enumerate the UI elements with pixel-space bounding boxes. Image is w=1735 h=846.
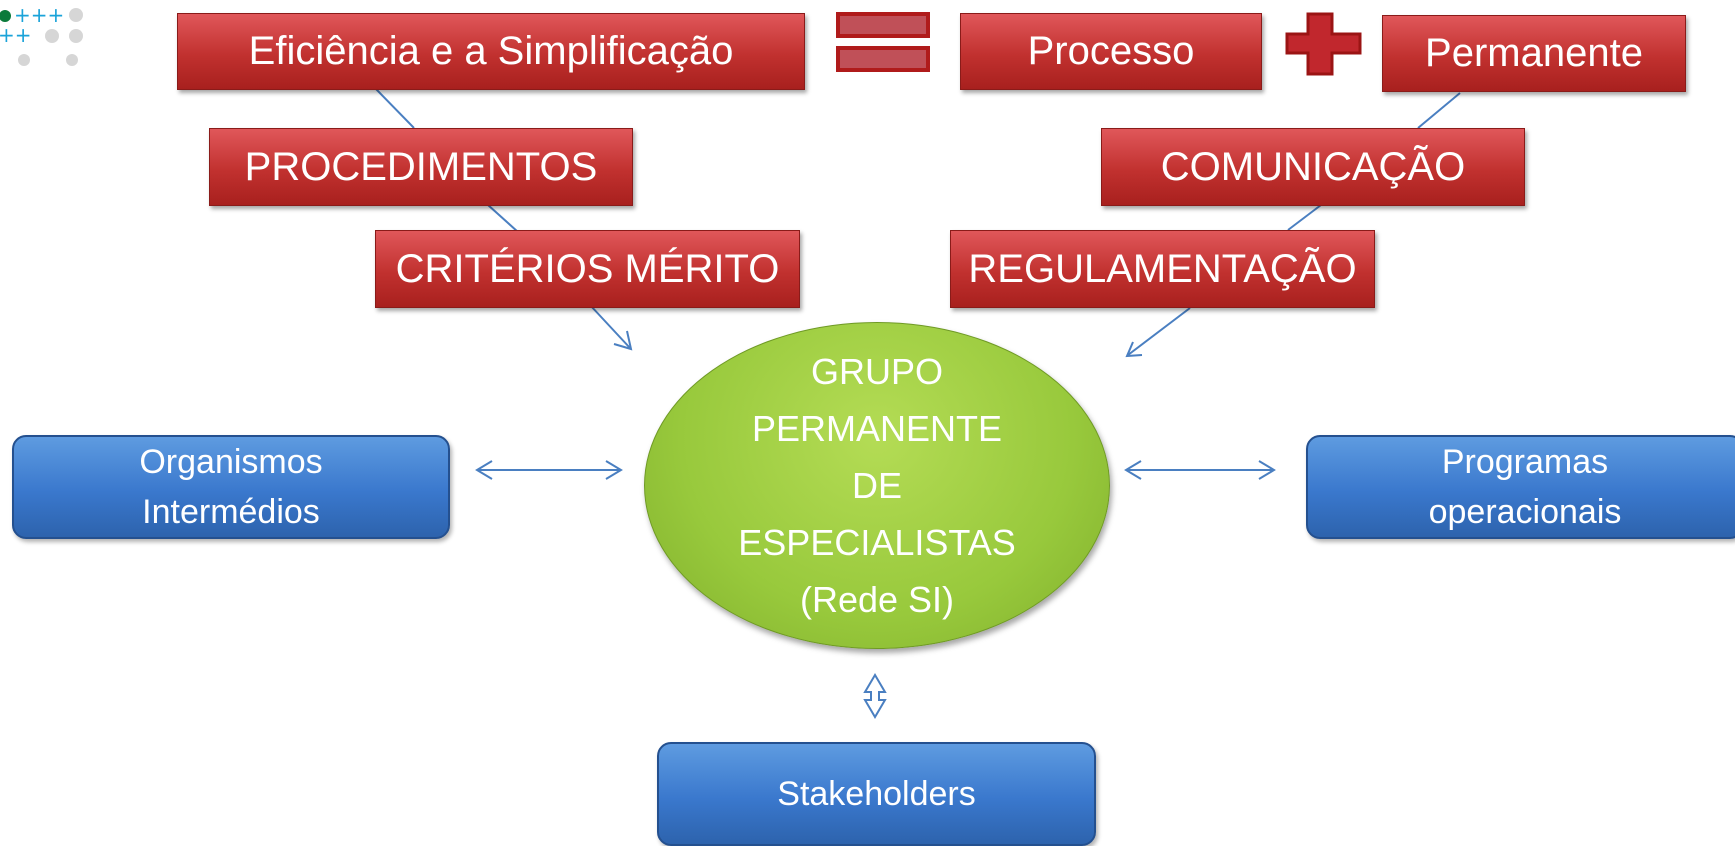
regulation-box: REGULAMENTAÇÃO	[950, 230, 1375, 308]
right-double-arrow	[1124, 460, 1276, 480]
svg-text:++: ++	[0, 23, 32, 47]
svg-text:+++: +++	[14, 3, 64, 27]
plus-icon	[1285, 12, 1362, 76]
communication-box: COMUNICAÇÃO	[1101, 128, 1525, 206]
expert-group-ellipse: GRUPO PERMANENTE DE ESPECIALISTAS (Rede …	[644, 322, 1110, 649]
merit-criteria-box: CRITÉRIOS MÉRITO	[375, 230, 800, 308]
center-line-3: DE	[851, 465, 902, 506]
connector-top-right-2	[1287, 204, 1322, 231]
center-line-2: PERMANENTE	[751, 408, 1003, 449]
process-box: Processo	[960, 13, 1262, 90]
left-double-arrow	[475, 460, 623, 480]
intermediate-bodies-box: Organismos Intermédios	[12, 435, 450, 539]
arrow-to-center-right	[1125, 307, 1191, 358]
procedures-box: PROCEDIMENTOS	[209, 128, 633, 206]
center-line-1: GRUPO	[810, 351, 943, 392]
operational-programs-box: Programas operacionais	[1306, 435, 1735, 539]
equals-icon	[836, 12, 930, 72]
connector-top-left-2	[487, 204, 519, 233]
connector-top-right-1	[1417, 92, 1461, 129]
dots-logo-icon: +++ ++	[0, 3, 83, 66]
right-box-line-2: operacionais	[1428, 493, 1622, 531]
right-box-line-1: Programas	[1441, 443, 1609, 481]
stakeholders-box: Stakeholders	[657, 742, 1096, 846]
connector-top-left-1	[375, 88, 415, 129]
left-box-line-1: Organismos	[139, 443, 323, 481]
center-line-5: (Rede SI)	[799, 579, 955, 620]
left-box-line-2: Intermédios	[142, 493, 320, 531]
permanent-box: Permanente	[1382, 15, 1686, 92]
center-line-4: ESPECIALISTAS	[738, 522, 1016, 563]
bottom-double-arrow	[863, 673, 887, 719]
arrow-to-center-left	[589, 304, 633, 351]
efficiency-box: Eficiência e a Simplificação	[177, 13, 805, 90]
